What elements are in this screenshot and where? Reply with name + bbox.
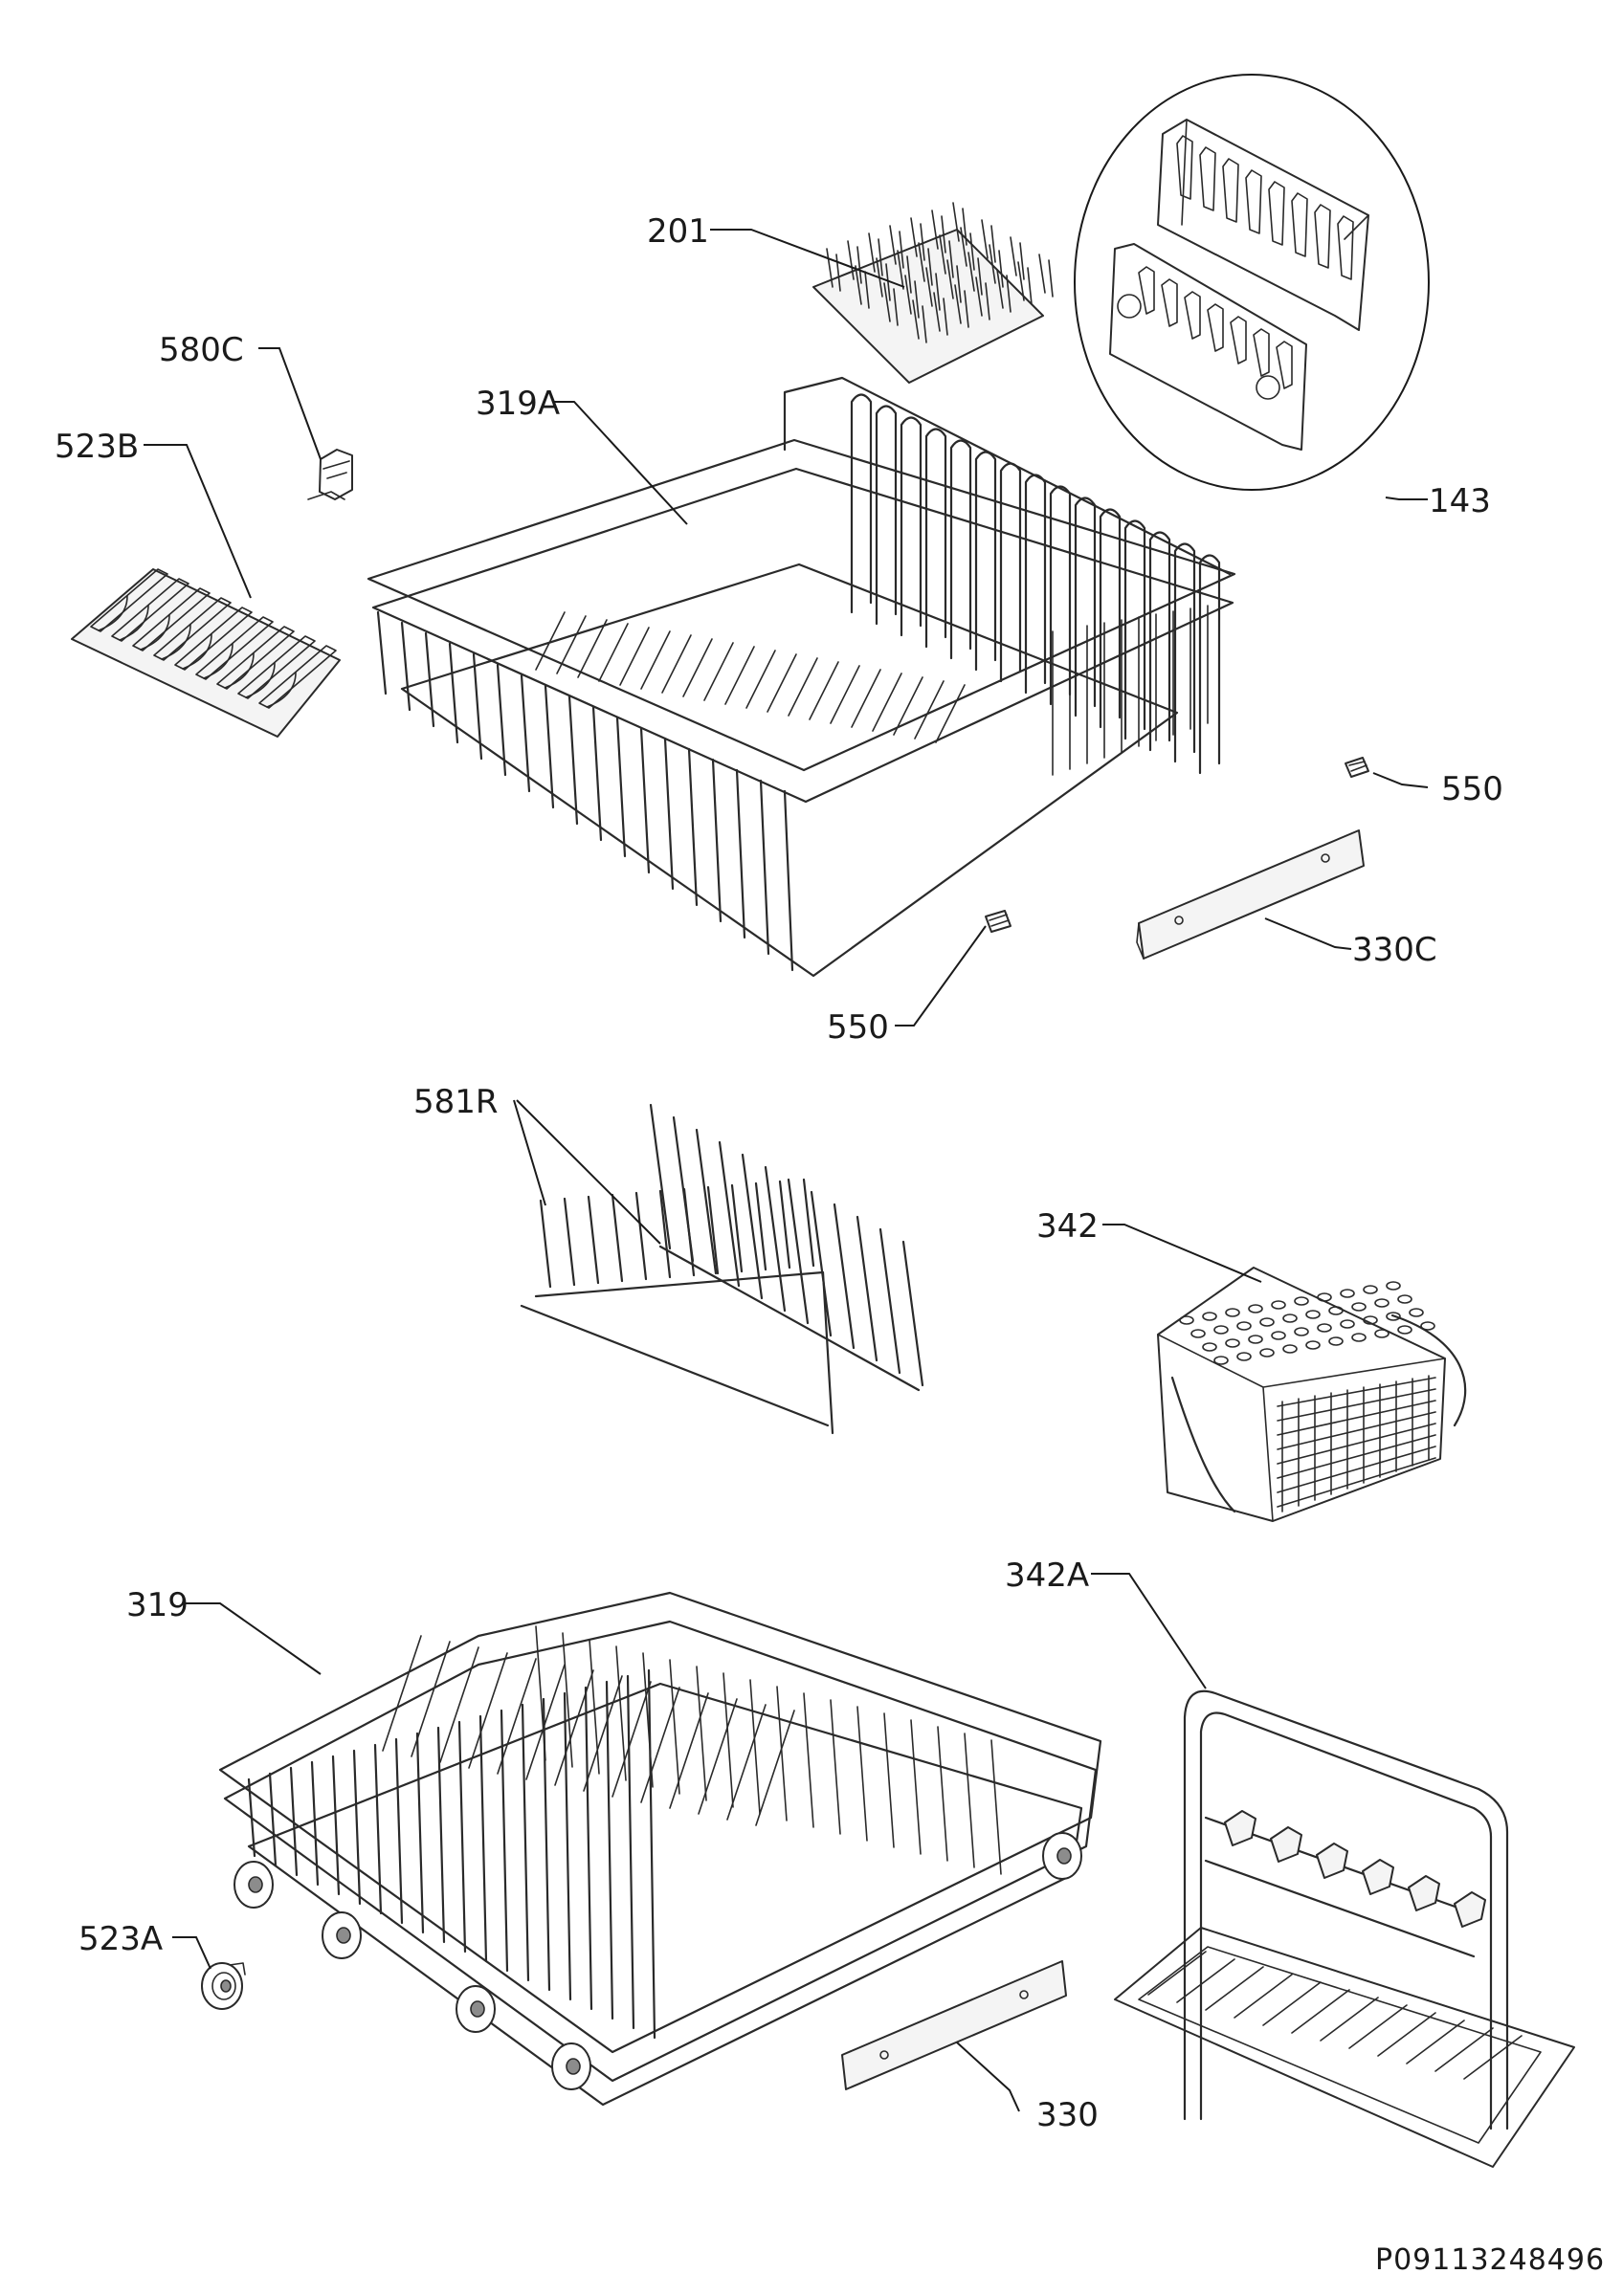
label-523A: 523A: [78, 1920, 163, 1958]
part-523B-folding-insert: [71, 568, 341, 738]
label-342: 342: [1036, 1207, 1099, 1246]
label-342A: 342A: [1005, 1556, 1089, 1595]
label-580C: 580C: [159, 331, 244, 369]
label-581R: 581R: [413, 1083, 499, 1121]
part-319A-upper-basket: [367, 376, 1236, 978]
part-550-clip-left: [985, 910, 1012, 933]
part-581R-tine-rack: [520, 1103, 924, 1435]
label-550-left: 550: [827, 1008, 889, 1047]
label-319A: 319A: [476, 385, 560, 423]
label-319: 319: [126, 1586, 189, 1624]
part-201-insert: [812, 202, 1054, 384]
label-143: 143: [1429, 482, 1491, 520]
label-201: 201: [647, 212, 709, 251]
part-342-cutlery-basket: [1157, 1267, 1467, 1522]
part-523A-wheel: [201, 1962, 246, 2010]
label-550-right: 550: [1441, 770, 1503, 808]
part-143-detail-circle: [1074, 74, 1430, 491]
part-330C-rail-strip: [1136, 829, 1365, 960]
label-523B: 523B: [55, 428, 139, 466]
part-342A-cutlery-holder: [1114, 1689, 1575, 2168]
label-330C: 330C: [1352, 931, 1437, 969]
label-330: 330: [1036, 2096, 1099, 2134]
leader-lines: [144, 229, 1429, 2112]
part-330-rail-strip: [841, 1960, 1067, 2090]
part-580C-clip: [307, 449, 353, 500]
part-319-lower-basket: [218, 1591, 1102, 2107]
part-550-clip-right: [1345, 757, 1369, 778]
part-labels: 201 580C 319A 523B 143 550 330C 550 581R…: [55, 212, 1605, 2277]
document-number: P09113248496: [1375, 2243, 1605, 2277]
